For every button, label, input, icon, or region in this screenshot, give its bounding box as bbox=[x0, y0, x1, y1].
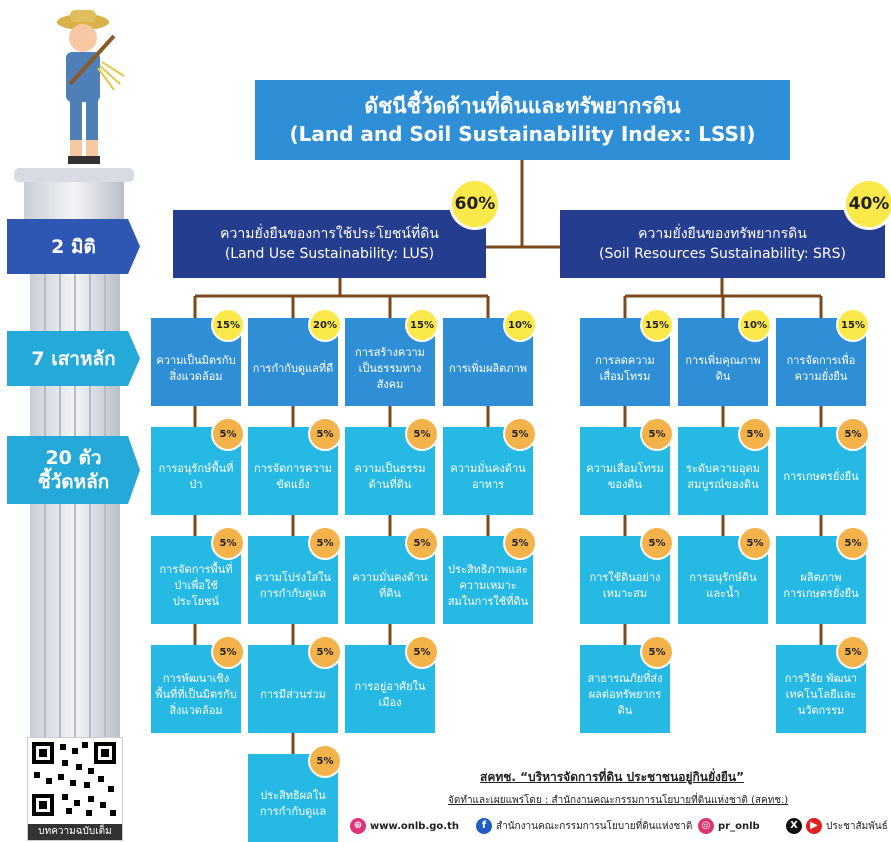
label-pillars: 7 เสาหลัก bbox=[31, 347, 116, 370]
label-pillars-pill: 7 เสาหลัก bbox=[7, 331, 140, 386]
indicator-label: การจัดการความขัดแย้ง bbox=[253, 462, 333, 491]
indicator-weight-badge: 5% bbox=[310, 746, 340, 776]
footer-website-item[interactable]: ⊕ www.onlb.go.th bbox=[350, 818, 459, 834]
pillar-box: การเพิ่มผลิตภาพ bbox=[443, 318, 533, 406]
dimension-lus-english: (Land Use Sustainability: LUS) bbox=[224, 246, 435, 262]
indicator-weight-badge: 5% bbox=[838, 637, 868, 667]
qr-caption: บทความฉบับเต็ม bbox=[28, 824, 122, 840]
dimension-box-srs: ความยั่งยืนของทรัพยากรดิน (Soil Resource… bbox=[560, 210, 885, 278]
farmer-mascot-illustration bbox=[57, 10, 125, 164]
youtube-icon: ▶ bbox=[806, 818, 822, 834]
label-indicators-pill: 20 ตัว ชี้วัดหลัก bbox=[7, 436, 140, 504]
indicator-weight-badge: 5% bbox=[505, 528, 535, 558]
indicator-label: ความมั่นคงด้านที่ดิน bbox=[352, 571, 428, 600]
instagram-icon: ◎ bbox=[698, 818, 714, 834]
label-dimensions: 2 มิติ bbox=[51, 235, 96, 258]
pillar-box: การลดความเสื่อมโทรม bbox=[580, 318, 670, 406]
qr-code-panel: บทความฉบับเต็ม bbox=[27, 737, 123, 841]
pillar-label: การเพิ่มผลิตภาพ bbox=[448, 362, 527, 375]
pillar-label: การเพิ่มคุณภาพดิน bbox=[685, 354, 761, 383]
indicator-weight-badge: 5% bbox=[838, 528, 868, 558]
indicator-weight-badge: 5% bbox=[642, 637, 672, 667]
indicator-label: การอนุรักษ์ดินและน้ำ bbox=[689, 571, 757, 600]
indicator-label: การวิจัย พัฒนาเทคโนโลยีและนวัตกรรม bbox=[784, 672, 858, 717]
pillar-box: การสร้างความเป็นธรรมทางสังคม bbox=[345, 318, 435, 406]
indicator-label: การอยู่อาศัยในเมือง bbox=[354, 680, 426, 709]
footer-x-youtube: ประชาสัมพันธ์ bbox=[826, 820, 888, 832]
facebook-icon: f bbox=[476, 818, 492, 834]
pillar-weight-badge: 15% bbox=[407, 310, 437, 340]
indicator-weight-badge: 5% bbox=[213, 637, 243, 667]
qr-code-image bbox=[32, 742, 116, 816]
greek-column-illustration bbox=[14, 168, 134, 839]
main-title-thai: ดัชนีชี้วัดด้านที่ดินและทรัพยากรดิน bbox=[364, 94, 681, 118]
indicator-weight-badge: 5% bbox=[213, 528, 243, 558]
pillar-weight-badge: 15% bbox=[213, 310, 243, 340]
pillar-label: การสร้างความเป็นธรรมทางสังคม bbox=[355, 346, 425, 391]
indicator-weight-badge: 5% bbox=[310, 419, 340, 449]
dimension-lus-thai: ความยั่งยืนของการใช้ประโยชน์ที่ดิน bbox=[220, 226, 439, 242]
pillar-label: ความเป็นมิตรกับสิ่งแวดล้อม bbox=[156, 354, 236, 383]
indicator-label: การพัฒนาเชิงพื้นที่ที่เป็นมิตรกับสิ่งแวด… bbox=[155, 672, 237, 717]
pillar-label: การลดความเสื่อมโทรม bbox=[595, 354, 655, 383]
pillar-label: การกำกับดูแลที่ดี bbox=[252, 362, 334, 375]
footer-facebook: สำนักงานคณะกรรมการนโยบายที่ดินแห่งชาติ bbox=[496, 820, 693, 832]
label-dimensions-pill: 2 มิติ bbox=[7, 219, 140, 274]
pillar-label: การจัดการเพื่อความยั่งยืน bbox=[786, 354, 856, 383]
footer-publisher: จัดทำและเผยแพร่โดย : สำนักงานคณะกรรมการน… bbox=[448, 795, 789, 806]
indicator-weight-badge: 5% bbox=[740, 419, 770, 449]
indicator-label: ประสิทธิผลในการกำกับดูแล bbox=[259, 789, 327, 818]
indicator-label: การอนุรักษ์พื้นที่ป่า bbox=[158, 462, 234, 491]
indicator-weight-badge: 5% bbox=[505, 419, 535, 449]
pillar-weight-badge: 15% bbox=[838, 310, 868, 340]
weight-badge-lus: 60% bbox=[452, 181, 498, 227]
indicator-weight-badge: 5% bbox=[642, 419, 672, 449]
indicator-label: การใช้ดินอย่างเหมาะสม bbox=[589, 571, 661, 600]
indicator-label: ระดับความอุดมสมบูรณ์ของดิน bbox=[686, 462, 760, 491]
indicator-weight-badge: 5% bbox=[213, 419, 243, 449]
indicator-weight-badge: 5% bbox=[407, 419, 437, 449]
label-indicators-line1: 20 ตัว bbox=[45, 447, 102, 469]
footer-facebook-item[interactable]: f สำนักงานคณะกรรมการนโยบายที่ดินแห่งชาติ bbox=[476, 818, 692, 834]
indicator-label: ประสิทธิภาพและความเหมาะสมในการใช้ที่ดิน bbox=[447, 563, 529, 608]
label-indicators-line2: ชี้วัดหลัก bbox=[37, 471, 110, 493]
dimension-box-lus: ความยั่งยืนของการใช้ประโยชน์ที่ดิน (Land… bbox=[173, 210, 486, 278]
indicator-weight-badge: 5% bbox=[407, 637, 437, 667]
indicator-label: ความมั่นคงด้านอาหาร bbox=[450, 462, 526, 491]
footer-instagram-item[interactable]: ◎ pr_onlb bbox=[698, 818, 760, 834]
footer-website: www.onlb.go.th bbox=[370, 820, 459, 832]
x-icon: X bbox=[786, 818, 802, 834]
main-title-english: (Land and Soil Sustainability Index: LSS… bbox=[289, 122, 756, 146]
footer-slogan: สคทช. “บริหารจัดการที่ดิน ประชาชนอยู่กิน… bbox=[480, 770, 744, 784]
indicator-box: ความมั่นคงด้านอาหาร bbox=[443, 427, 533, 515]
footer-x-youtube-item[interactable]: X ▶ ประชาสัมพันธ์ bbox=[786, 818, 888, 834]
indicator-weight-badge: 5% bbox=[310, 637, 340, 667]
indicator-weight-badge: 5% bbox=[310, 528, 340, 558]
pillar-box: การกำกับดูแลที่ดี bbox=[248, 318, 338, 406]
indicator-label: การเกษตรยั่งยืน bbox=[783, 470, 859, 483]
indicator-weight-badge: 5% bbox=[740, 528, 770, 558]
indicator-weight-badge: 5% bbox=[407, 528, 437, 558]
main-title-box: ดัชนีชี้วัดด้านที่ดินและทรัพยากรดิน (Lan… bbox=[255, 80, 790, 160]
indicator-label: การมีส่วนร่วม bbox=[260, 688, 326, 701]
dimension-srs-english: (Soil Resources Sustainability: SRS) bbox=[599, 246, 846, 262]
indicator-label: ความโปร่งใสในการกำกับดูแล bbox=[254, 571, 332, 600]
dimension-srs-thai: ความยั่งยืนของทรัพยากรดิน bbox=[638, 226, 807, 242]
pillar-weight-badge: 10% bbox=[505, 310, 535, 340]
website-icon: ⊕ bbox=[350, 818, 366, 834]
indicator-label: ความเป็นธรรมด้านที่ดิน bbox=[354, 462, 426, 491]
indicator-label: ผลิตภาพการเกษตรยั่งยืน bbox=[783, 571, 859, 600]
indicator-label: ความเสื่อมโทรมของดิน bbox=[586, 462, 664, 491]
pillar-weight-badge: 20% bbox=[310, 310, 340, 340]
pillar-weight-badge: 10% bbox=[740, 310, 770, 340]
weight-badge-srs: 40% bbox=[846, 181, 891, 227]
indicator-label: การจัดการพื้นที่ป่าเพื่อใช้ประโยชน์ bbox=[159, 563, 233, 608]
footer-instagram: pr_onlb bbox=[718, 820, 760, 832]
indicator-weight-badge: 5% bbox=[642, 528, 672, 558]
pillar-weight-badge: 15% bbox=[642, 310, 672, 340]
indicator-label: สาธารณภัยที่ส่งผลต่อทรัพยากรดิน bbox=[587, 672, 663, 717]
indicator-weight-badge: 5% bbox=[838, 419, 868, 449]
